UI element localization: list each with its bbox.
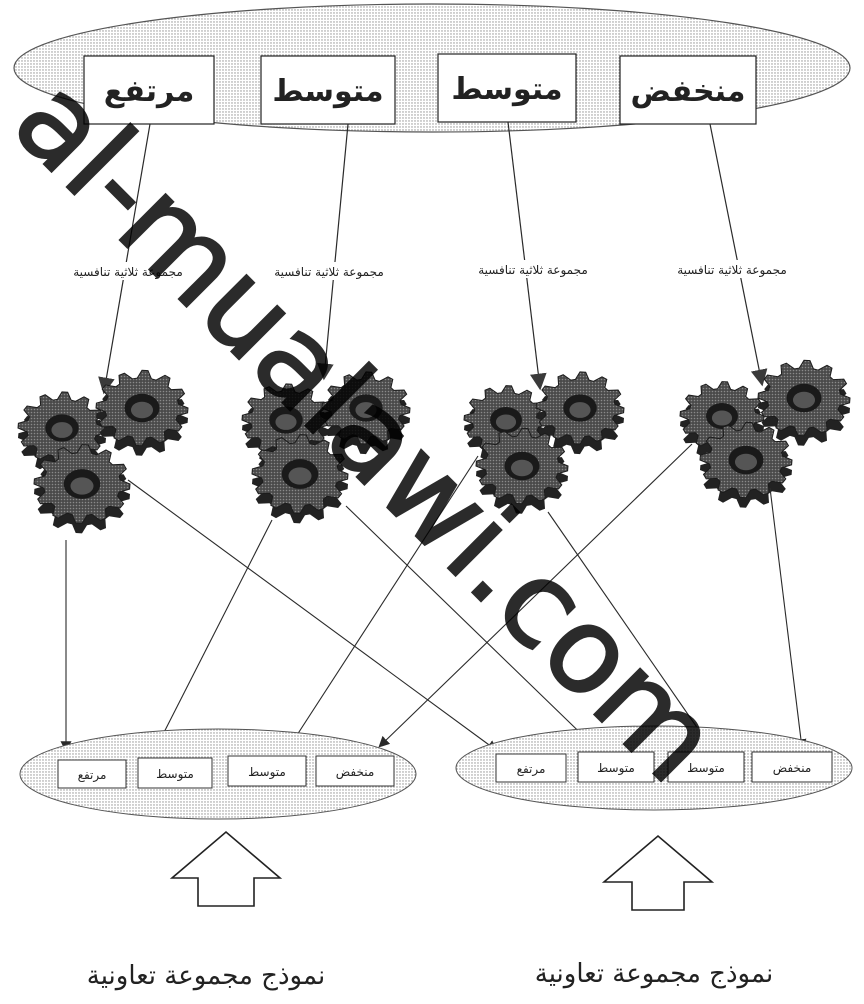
right-group-low: منخفض bbox=[773, 761, 812, 776]
gear-icon bbox=[321, 371, 411, 455]
top-box-mid-1-label: متوسط bbox=[272, 74, 383, 109]
gear-icon bbox=[241, 383, 331, 467]
top-box-high-label: مرتفع bbox=[104, 74, 195, 109]
gear-clusters bbox=[17, 359, 851, 534]
right-group-mid-1: متوسط bbox=[597, 761, 635, 776]
gear-icon bbox=[33, 444, 131, 534]
gear-to-group-arrows bbox=[60, 443, 807, 754]
top-level-boxes: مرتفع متوسط متوسط منخفض bbox=[83, 53, 757, 125]
top-box-mid-2: متوسط bbox=[437, 53, 577, 123]
gear-icon bbox=[475, 427, 569, 514]
gear-cluster-3 bbox=[463, 371, 625, 514]
left-group-mid-1: متوسط bbox=[156, 767, 194, 782]
gear-cluster-2 bbox=[241, 371, 411, 524]
right-cooperative-group: مرتفع متوسط متوسط منخفض bbox=[455, 725, 853, 811]
gear-icon bbox=[95, 369, 189, 456]
left-up-arrow-icon bbox=[169, 830, 283, 907]
left-caption: نموذج مجموعة تعاونية bbox=[87, 961, 326, 991]
triad-label-3: مجموعة ثلاثية تنافسية bbox=[478, 263, 588, 278]
right-group-mid-2: متوسط bbox=[687, 761, 725, 776]
left-group-high: مرتفع bbox=[78, 768, 107, 783]
gear-cluster-1 bbox=[17, 369, 189, 534]
left-group-low: منخفض bbox=[336, 765, 375, 780]
left-group-mid-2: متوسط bbox=[248, 765, 286, 780]
triad-label-1: مجموعة ثلاثية تنافسية bbox=[73, 265, 183, 280]
gear-icon bbox=[251, 434, 349, 524]
right-caption: نموذج مجموعة تعاونية bbox=[535, 959, 774, 989]
top-box-low: منخفض bbox=[619, 55, 757, 125]
right-group-high: مرتفع bbox=[517, 762, 546, 777]
gear-icon bbox=[699, 421, 793, 508]
left-cooperative-group: مرتفع متوسط متوسط منخفض bbox=[19, 728, 417, 820]
top-box-low-label: منخفض bbox=[631, 74, 746, 109]
gear-cluster-4 bbox=[679, 359, 851, 508]
top-box-mid-2-label: متوسط bbox=[451, 72, 562, 107]
top-to-gear-arrows bbox=[98, 121, 768, 395]
right-up-arrow-icon bbox=[601, 834, 715, 911]
triad-labels: مجموعة ثلاثية تنافسية مجموعة ثلاثية تناف… bbox=[40, 260, 816, 280]
triad-label-2: مجموعة ثلاثية تنافسية bbox=[274, 265, 384, 280]
top-box-mid-1: متوسط bbox=[260, 55, 396, 125]
triad-label-4: مجموعة ثلاثية تنافسية bbox=[677, 263, 787, 278]
gear-icon bbox=[757, 359, 851, 446]
gear-icon bbox=[535, 371, 625, 455]
top-box-high: مرتفع bbox=[83, 55, 215, 125]
